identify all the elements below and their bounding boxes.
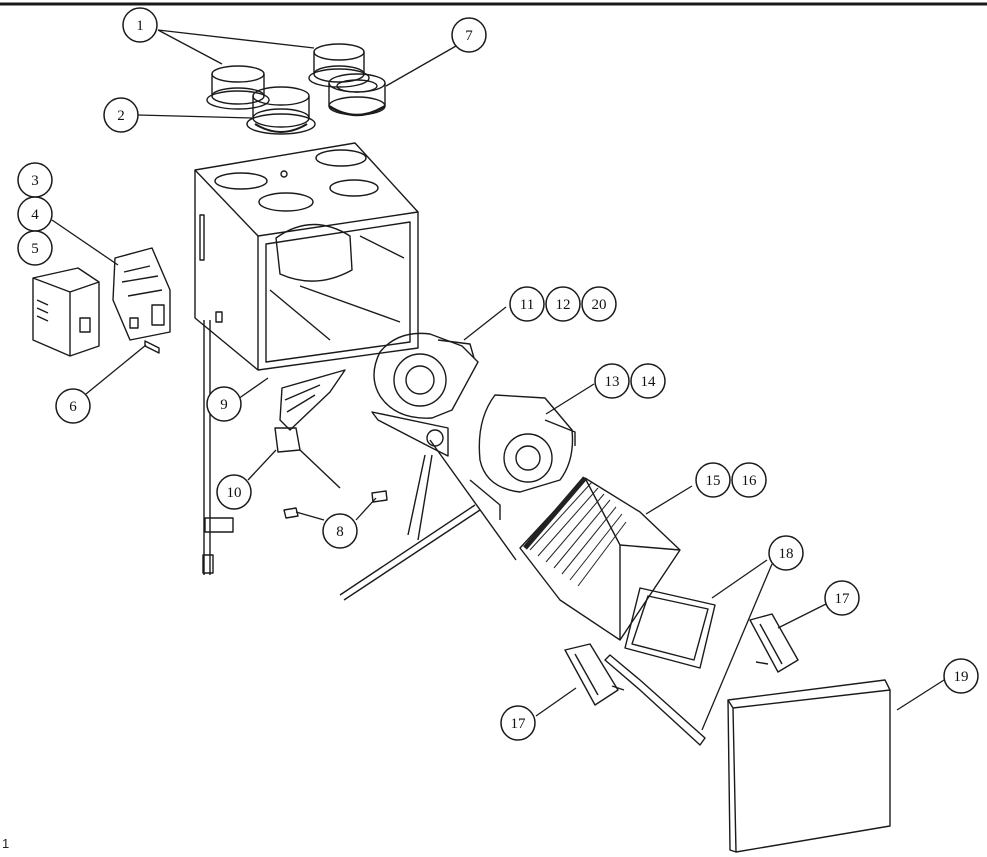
svg-text:15: 15	[706, 473, 721, 489]
leader-lines	[51, 29, 945, 731]
callout-1: 1	[122, 7, 158, 43]
callout-3: 3	[17, 162, 53, 198]
callout-15: 15	[695, 462, 731, 498]
drain-hook	[274, 427, 341, 489]
svg-text:12: 12	[556, 297, 571, 313]
svg-text:20: 20	[592, 297, 607, 313]
callout-16: 16	[731, 462, 767, 498]
callout-10: 10	[216, 474, 252, 510]
callout-14: 14	[630, 363, 666, 399]
insulated-collar	[328, 73, 386, 117]
svg-text:1: 1	[136, 18, 144, 34]
mounting-brackets	[283, 490, 388, 519]
callout-18: 18	[768, 535, 804, 571]
svg-text:9: 9	[220, 397, 228, 413]
callout-6: 6	[55, 388, 91, 424]
svg-text:3: 3	[31, 173, 39, 189]
svg-text:17: 17	[511, 716, 527, 732]
callout-12: 12	[545, 286, 581, 322]
callout-17-right: 17	[824, 580, 860, 616]
filter-frame	[624, 587, 716, 669]
svg-text:7: 7	[465, 28, 473, 44]
svg-text:5: 5	[31, 241, 39, 257]
damper-collar	[246, 86, 316, 135]
filter-panel	[604, 654, 706, 746]
callout-9: 9	[206, 386, 242, 422]
callout-7: 7	[451, 17, 487, 53]
callout-13: 13	[594, 363, 630, 399]
control-box-cover	[32, 267, 100, 357]
callout-20: 20	[581, 286, 617, 322]
blower-assembly-2	[339, 394, 576, 601]
page-number: 1	[2, 836, 10, 851]
callout-17-left: 17	[500, 705, 536, 741]
callout-11: 11	[509, 286, 545, 322]
svg-text:19: 19	[954, 669, 969, 685]
svg-text:18: 18	[779, 546, 794, 562]
svg-text:17: 17	[835, 591, 851, 607]
door-latch-right	[749, 613, 799, 673]
blower-assembly-1	[371, 332, 517, 561]
collar-right	[308, 43, 370, 88]
svg-text:4: 4	[31, 207, 39, 223]
svg-text:14: 14	[641, 374, 657, 390]
svg-text:8: 8	[336, 524, 344, 540]
svg-text:10: 10	[227, 485, 242, 501]
door-latch-left	[564, 643, 625, 706]
cabinet	[194, 142, 419, 575]
terminal-strip	[144, 340, 160, 354]
callout-8: 8	[322, 513, 358, 549]
callout-4: 4	[17, 196, 53, 232]
drain-bracket	[279, 369, 346, 431]
control-board	[112, 247, 171, 341]
heat-recovery-core	[519, 476, 681, 641]
callout-5: 5	[17, 230, 53, 266]
svg-text:2: 2	[117, 108, 125, 124]
svg-text:13: 13	[605, 374, 620, 390]
svg-text:16: 16	[742, 473, 758, 489]
callout-19: 19	[943, 658, 979, 694]
access-door-panel	[727, 679, 891, 853]
svg-text:11: 11	[520, 297, 534, 313]
collar-left	[206, 65, 270, 110]
svg-text:6: 6	[69, 399, 77, 415]
callout-2: 2	[103, 97, 139, 133]
